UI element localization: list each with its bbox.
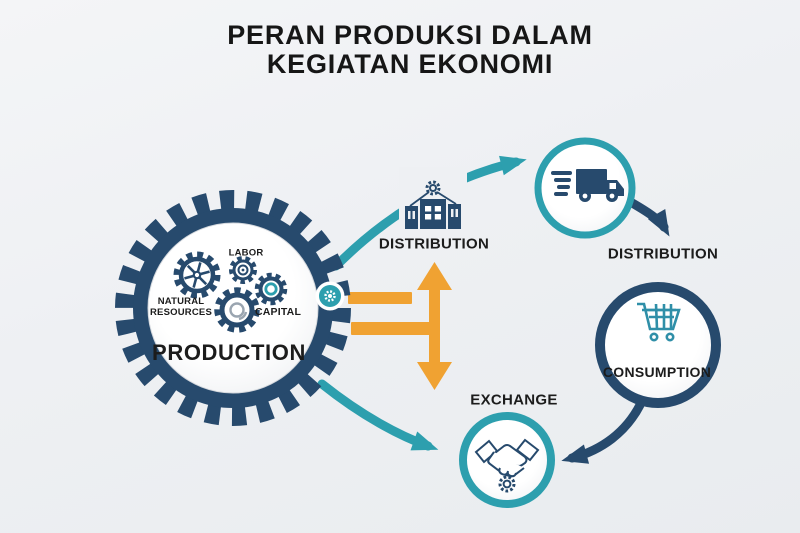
shopping-cart-icon: [637, 302, 681, 342]
consumption-node: [595, 282, 721, 408]
capital-label: CAPITAL: [254, 306, 302, 318]
delivery-truck-icon: [551, 169, 624, 202]
truck-node: [534, 137, 636, 239]
title-line-2: KEGIATAN EKONOMI: [266, 49, 554, 80]
exchange-label: EXCHANGE: [470, 391, 558, 409]
factory-icon: [405, 180, 461, 229]
arrow-consumption-to-exchange: [561, 400, 645, 464]
arrow-production-to-exchange: [317, 379, 439, 451]
production-label: PRODUCTION: [152, 340, 306, 365]
natural-resources-label: NATURAL RESOURCES: [150, 296, 212, 318]
gear-idea-icon: [315, 281, 345, 311]
title-line-1: PERAN PRODUKSI DALAM: [227, 20, 593, 50]
distribution-right-label: DISTRIBUTION: [607, 245, 719, 263]
capital-gear: [254, 272, 288, 306]
handshake-icon: [474, 438, 540, 478]
machine-gear: [214, 287, 260, 333]
consumption-label: CONSUMPTION: [602, 364, 712, 380]
exchange-gear-icon: [498, 475, 516, 493]
page-title: PERAN PRODUKSI DALAM KEGIATAN EKONOMI: [0, 20, 800, 80]
labor-label: LABOR: [228, 247, 264, 259]
two-way-flow-arrow: [348, 262, 452, 390]
natural-resources-gear: [173, 251, 221, 299]
distribution-center-label: DISTRIBUTION: [378, 235, 490, 253]
exchange-node: [459, 412, 555, 508]
labor-gear: [229, 256, 257, 284]
